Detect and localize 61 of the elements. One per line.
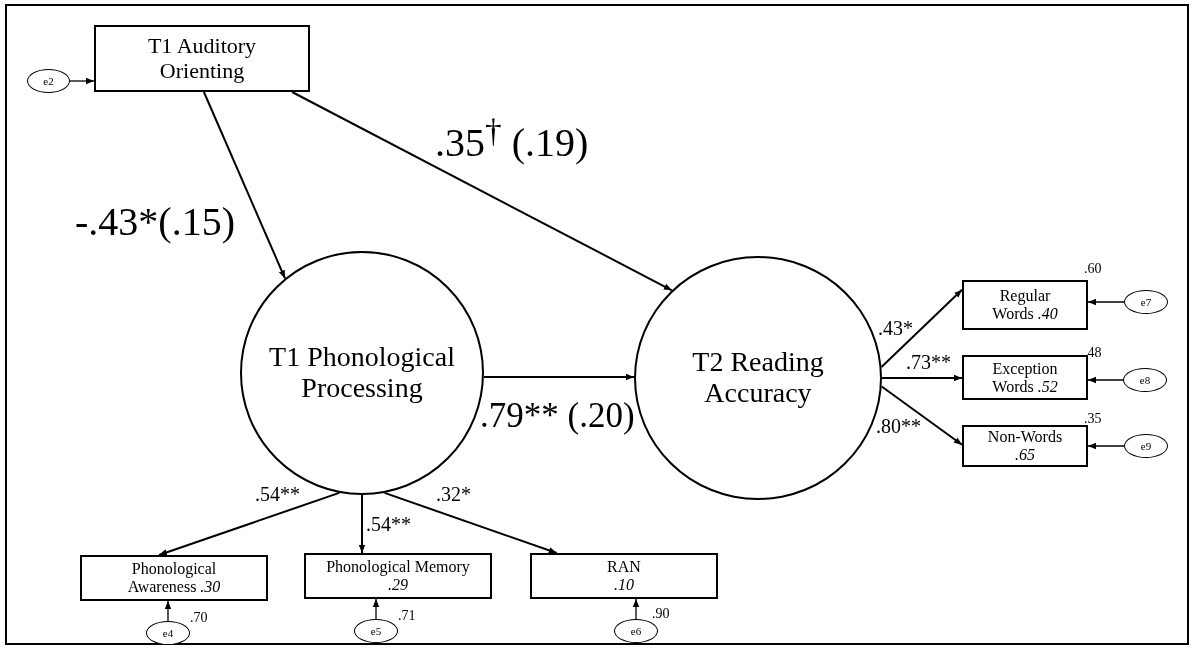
error-term-ellipse bbox=[614, 619, 658, 643]
path-arrow bbox=[202, 91, 286, 280]
path-arrow bbox=[164, 600, 172, 622]
error-label: e7 bbox=[1140, 295, 1152, 309]
error-term-ellipse bbox=[1124, 434, 1168, 458]
path-arrow bbox=[69, 77, 95, 85]
path-coefficient: .54** bbox=[366, 514, 411, 534]
variable-box bbox=[962, 280, 1088, 330]
variable-label: Regular Words .40 bbox=[991, 287, 1059, 323]
error-label: e4 bbox=[162, 626, 174, 640]
path-coefficient: .73** bbox=[906, 352, 951, 372]
variance-value: .48 bbox=[1084, 346, 1102, 360]
variable-label: Phonological Memory .29 bbox=[325, 558, 471, 594]
path-arrow bbox=[291, 91, 673, 292]
path-coefficient: -.43*(.15) bbox=[75, 202, 235, 242]
path-arrow bbox=[358, 494, 366, 554]
variable-label: RAN .10 bbox=[606, 558, 642, 594]
path-arrow bbox=[632, 598, 640, 620]
error-term-ellipse bbox=[1124, 290, 1168, 314]
path-arrow bbox=[158, 491, 341, 556]
error-label: e6 bbox=[630, 624, 642, 638]
path-arrow bbox=[383, 491, 558, 554]
path-arrow bbox=[881, 374, 963, 382]
variable-box bbox=[304, 553, 492, 599]
variance-value: .70 bbox=[190, 611, 208, 625]
error-term-ellipse bbox=[354, 619, 398, 643]
path-coefficient: .43* bbox=[878, 318, 913, 338]
error-term-ellipse bbox=[1123, 368, 1167, 392]
error-term-ellipse bbox=[27, 69, 70, 93]
error-label: e2 bbox=[43, 74, 54, 88]
error-label: e9 bbox=[1140, 439, 1152, 453]
variable-box bbox=[962, 355, 1088, 400]
path-arrow bbox=[1087, 442, 1125, 450]
variable-box bbox=[962, 425, 1088, 467]
error-label: e5 bbox=[370, 624, 382, 638]
path-coefficient: .54** bbox=[255, 484, 300, 504]
variable-label: Phonological Awareness .30 bbox=[126, 560, 222, 596]
path-arrow bbox=[880, 288, 963, 368]
variable-label: T1 Phonological Processing bbox=[268, 342, 456, 404]
path-coefficient: .32* bbox=[436, 484, 471, 504]
variable-label: T2 Reading Accuracy bbox=[691, 347, 825, 409]
variable-box bbox=[530, 553, 718, 599]
path-arrow bbox=[880, 385, 963, 446]
variable-box bbox=[94, 25, 310, 92]
path-arrow bbox=[372, 598, 380, 620]
variable-label: T1 Auditory Orienting bbox=[146, 34, 258, 83]
variance-value: .35 bbox=[1084, 412, 1102, 426]
error-term-ellipse bbox=[146, 621, 190, 645]
path-coefficient: .79** (.20) bbox=[480, 398, 635, 433]
variance-value: .71 bbox=[398, 609, 416, 623]
error-label: e8 bbox=[1139, 373, 1151, 387]
path-arrow bbox=[1087, 376, 1124, 384]
variable-label: Non-Words .65 bbox=[986, 428, 1064, 464]
variable-label: Exception Words .52 bbox=[991, 359, 1059, 396]
path-arrow bbox=[1087, 298, 1125, 306]
variable-box bbox=[80, 555, 268, 601]
path-arrow bbox=[482, 373, 635, 381]
variance-value: .60 bbox=[1084, 262, 1102, 276]
path-coefficient: .80** bbox=[876, 416, 921, 436]
variance-value: .90 bbox=[652, 607, 670, 621]
path-coefficient: .35$^{†}$ (.19) bbox=[435, 114, 589, 164]
